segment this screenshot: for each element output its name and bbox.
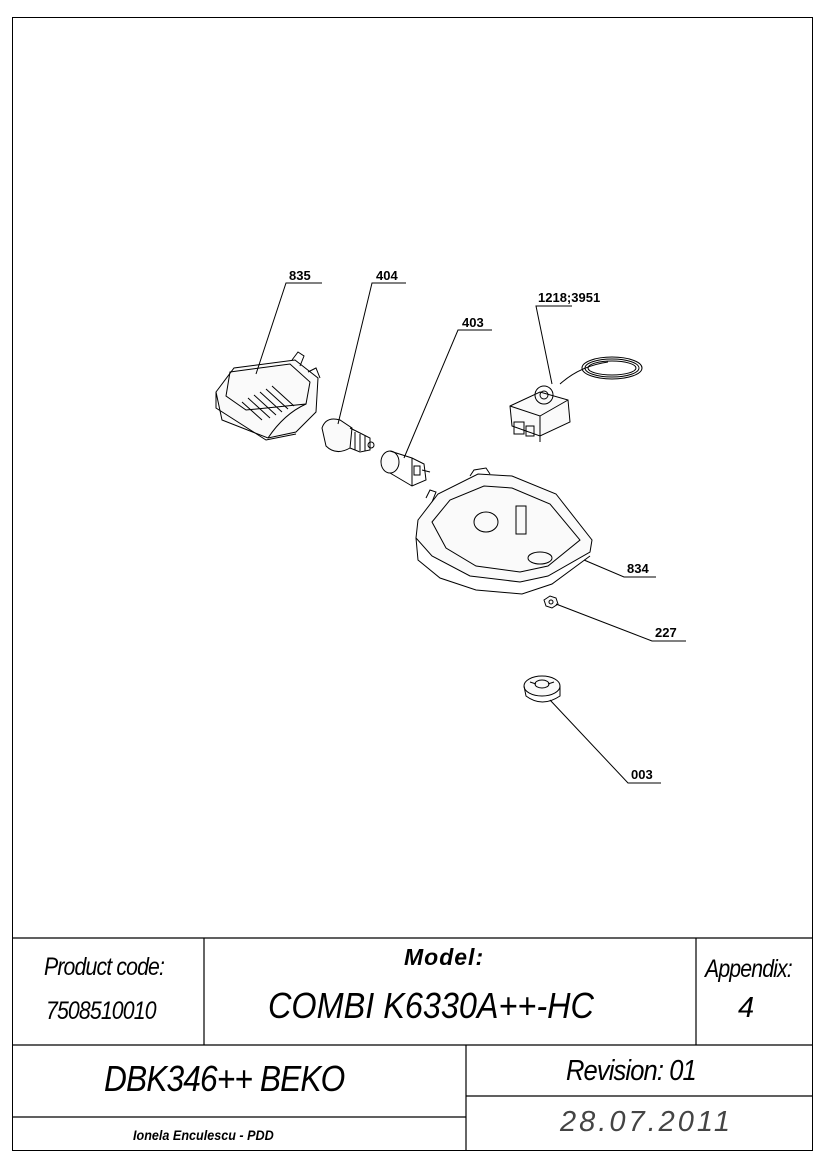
part-227-nut <box>543 595 559 609</box>
title-block-grid <box>12 937 813 1151</box>
revision-date: 28.07.2011 <box>560 1106 733 1138</box>
callout-834: 834 <box>627 561 649 576</box>
callout-227: 227 <box>655 625 677 640</box>
model-label: Model: <box>404 944 485 970</box>
part-404-bulb <box>321 418 375 453</box>
part-403-lamp-holder <box>380 450 431 487</box>
callout-003: 003 <box>631 767 653 782</box>
drawing-id: DBK346++ BEKO <box>104 1058 345 1099</box>
part-003-knob <box>523 675 561 703</box>
product-code-label: Product code: <box>44 953 165 981</box>
callout-403: 403 <box>462 315 484 330</box>
appendix-label: Appendix: <box>705 955 793 983</box>
model-value: COMBI K6330A++-HC <box>268 985 594 1026</box>
part-1218-3951-thermostat <box>509 356 643 442</box>
leader-lines <box>255 282 686 784</box>
callout-404: 404 <box>376 268 398 283</box>
part-835-lamp-cover <box>215 351 321 441</box>
revision: Revision: 01 <box>566 1055 697 1087</box>
callout-835: 835 <box>289 268 311 283</box>
drawing-frame <box>12 17 813 1151</box>
product-code-value: 7508510010 <box>46 997 157 1025</box>
appendix-value: 4 <box>738 992 755 1024</box>
callout-1218-3951: 1218;3951 <box>538 290 600 305</box>
author: Ionela Enculescu - PDD <box>133 1127 274 1143</box>
part-834-lamp-housing <box>415 467 593 595</box>
